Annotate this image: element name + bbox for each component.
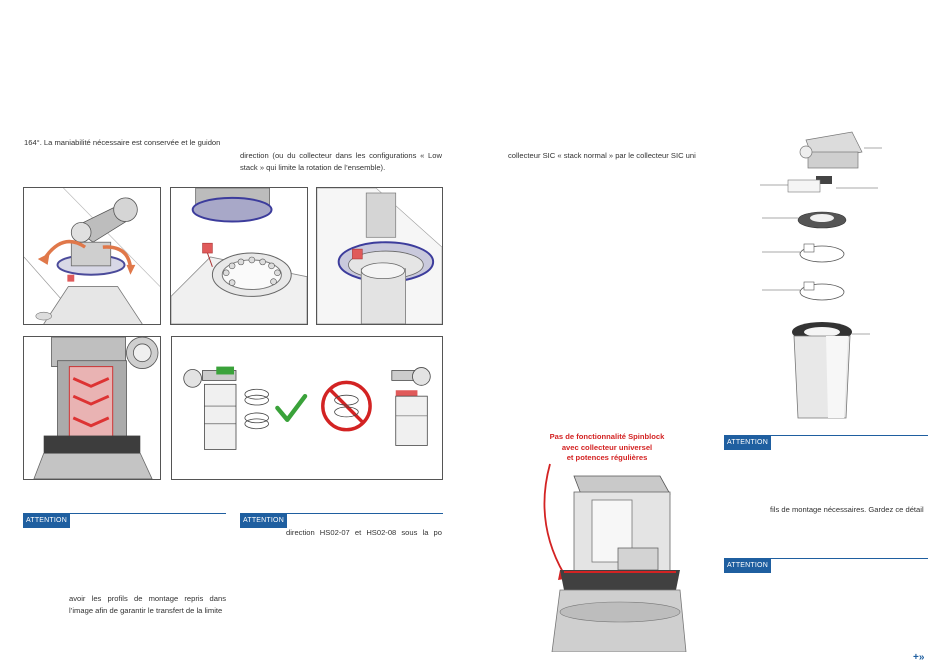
figure-spinblock xyxy=(530,462,690,653)
attention-rule-2 xyxy=(240,513,443,514)
figure-stem-section xyxy=(23,336,161,480)
figure-correct-incorrect xyxy=(171,336,443,480)
attention-rule-1 xyxy=(23,513,226,514)
attention-1-text-line1: avoir les profils de montage repris dans xyxy=(69,594,226,603)
spinblock-line3: et potences régulières xyxy=(566,453,648,462)
figure-headset-stop xyxy=(170,187,308,325)
body-text-col2-line2: stack » qui limite la rotation de l’ense… xyxy=(240,163,386,172)
attention-badge-4: ATTENTION xyxy=(724,559,771,573)
attention-2-text: direction HS02-07 et HS02-08 sous la po xyxy=(286,528,442,537)
attention-badge-1: ATTENTION xyxy=(23,514,70,528)
spinblock-line1: Pas de fonctionnalité Spinblock xyxy=(549,432,665,441)
attention-badge-3: ATTENTION xyxy=(724,436,771,450)
figure-stop-installed xyxy=(316,187,443,325)
spinblock-warning-label: Pas de fonctionnalité Spinblock avec col… xyxy=(532,432,682,464)
attention-rule-3 xyxy=(724,435,928,436)
body-text-col3: collecteur SIC « stack normal » par le c… xyxy=(508,151,696,160)
attention-3-text: fils de montage nécessaires. Gardez ce d… xyxy=(770,505,924,514)
attention-rule-4 xyxy=(724,558,928,559)
body-text-col1: 164°. La maniabilité nécessaire est cons… xyxy=(24,138,221,147)
attention-1-text-line2: l’image afin de garantir le transfert de… xyxy=(69,606,223,615)
figure-exploded-view xyxy=(756,122,886,424)
figure-stem-rotation xyxy=(23,187,161,325)
attention-badge-2: ATTENTION xyxy=(240,514,287,528)
double-chevron-right-icon[interactable]: +» xyxy=(913,652,925,663)
body-text-col2-line1: direction (ou du collecteur dans les con… xyxy=(240,151,442,160)
spinblock-line2: avec collecteur universel xyxy=(561,442,653,452)
